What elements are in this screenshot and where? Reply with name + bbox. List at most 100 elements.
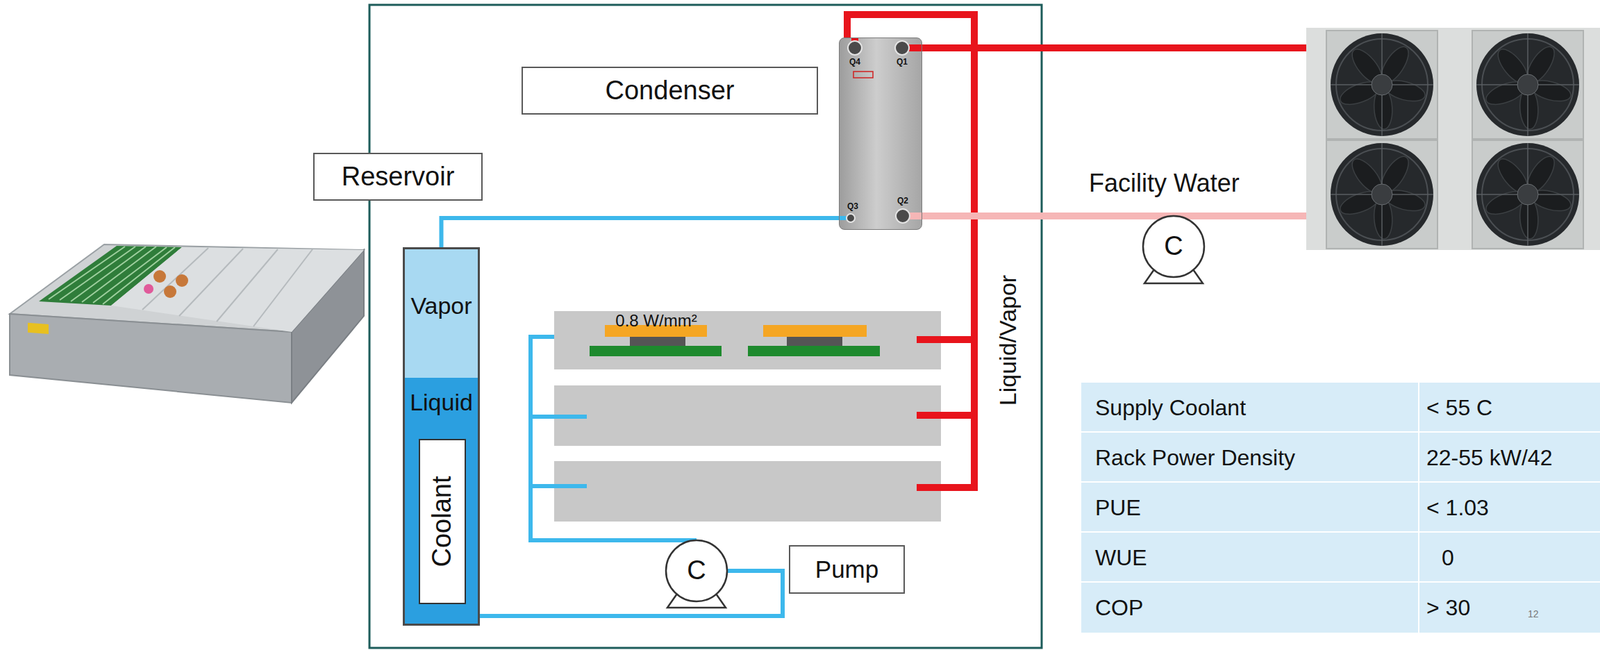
coolant-pipes-part — [530, 484, 587, 489]
fan-part — [1517, 74, 1539, 96]
fan-part — [1472, 30, 1584, 139]
node-label: Coolant — [427, 476, 458, 568]
server-trays-part — [786, 336, 843, 346]
exchanger-port-part — [895, 40, 910, 55]
server-trays-part — [554, 311, 941, 370]
server-chassis — [9, 244, 364, 403]
pump-symbol-part — [665, 540, 728, 602]
region-label: Liquid — [409, 388, 473, 416]
table-cell: PUE — [1095, 495, 1141, 521]
table-cell: WUE — [1095, 545, 1148, 571]
region-label: Q3 — [847, 202, 859, 212]
node-label: Reservoir — [341, 161, 455, 193]
fan-part — [1326, 30, 1438, 139]
server-chassis-part — [175, 274, 189, 287]
plate-heat-exchanger: Q4Q1Q3Q2 — [838, 37, 923, 230]
fan — [1472, 30, 1584, 139]
server-chassis-part — [27, 322, 49, 335]
fan-part — [1517, 184, 1539, 205]
server-chassis-part — [163, 285, 177, 298]
spec-table-part — [1419, 532, 1600, 582]
server-chassis-part — [142, 247, 313, 327]
server-chassis-part-part — [142, 247, 209, 310]
reservoir-tank: VaporLiquidCoolant — [402, 247, 480, 626]
coolant-box: Coolant — [418, 438, 466, 605]
pump-symbol-part — [1143, 215, 1205, 278]
server-trays-part — [554, 461, 941, 522]
table-cell: 0 — [1441, 545, 1455, 571]
server-chassis-part-part — [179, 248, 244, 316]
facility-water-pipe — [922, 212, 1307, 220]
server-chassis-part — [143, 284, 154, 294]
exchanger-port-part — [847, 40, 862, 55]
coolant-pipes-part — [530, 336, 697, 541]
server-chassis-part-part — [216, 249, 278, 322]
heat-flux-label: 0.8 W/mm² — [615, 311, 697, 331]
pump-symbol — [665, 540, 728, 608]
server-chassis-part-part — [48, 246, 125, 300]
fan-part — [1371, 184, 1393, 205]
component-label-box: Pump — [788, 545, 905, 594]
table-cell: Supply Coolant — [1095, 395, 1246, 421]
spec-table-part — [1081, 482, 1419, 532]
node-label: Condenser — [605, 75, 735, 107]
component-label-box: Condenser — [521, 66, 819, 115]
exchanger-ports — [839, 38, 922, 230]
region-label: Q2 — [897, 196, 909, 207]
table-cell: < 1.03 — [1426, 495, 1489, 521]
fan-part — [1476, 33, 1580, 137]
table-cell: < 55 C — [1426, 395, 1493, 421]
table-cell: COP — [1095, 595, 1144, 621]
component-label-box: Reservoir — [313, 152, 483, 201]
pump-symbol-letter: C — [686, 555, 706, 587]
fan-part — [1330, 33, 1434, 137]
hot-pipes-part — [922, 44, 1307, 52]
server-chassis-part — [153, 270, 166, 283]
server-chassis-part — [9, 313, 292, 403]
table-cell: > 30 — [1426, 595, 1471, 621]
spec-table-part — [1419, 482, 1600, 532]
spec-table-part — [1081, 432, 1419, 482]
server-chassis-part-part — [59, 246, 136, 300]
fan-part — [1472, 140, 1584, 249]
fan-part — [1476, 143, 1580, 246]
exchanger-port-part — [846, 213, 855, 223]
fan — [1326, 140, 1438, 249]
spec-table-part — [1081, 582, 1419, 633]
region-label: Vapor — [410, 292, 472, 320]
server-trays — [554, 311, 941, 522]
server-trays-part — [589, 345, 722, 357]
table-cell: Rack Power Density — [1095, 445, 1296, 471]
server-chassis-part — [111, 247, 364, 332]
fan-part — [1326, 140, 1438, 249]
fan-part — [1371, 74, 1393, 96]
server-trays-part — [629, 336, 686, 346]
spec-table-part — [1081, 382, 1419, 432]
exchanger-port-part — [853, 71, 873, 78]
pipe-label: Liquid/Vapor — [994, 275, 1022, 406]
server-chassis-part-part — [253, 249, 313, 327]
pump-symbol-letter: C — [1163, 231, 1183, 262]
server-trays-part — [763, 325, 867, 337]
spec-table-part — [1419, 582, 1600, 633]
dry-cooler-fans-part — [1306, 27, 1600, 250]
loop-label: Facility Water — [1088, 168, 1240, 198]
spec-table — [1081, 382, 1600, 633]
server-trays-part — [554, 385, 941, 446]
region-label: Q4 — [849, 57, 861, 68]
pump-symbol — [1143, 215, 1205, 284]
coolant-pipes-part — [479, 570, 783, 616]
hot-pipes-part — [916, 411, 975, 419]
fan — [1326, 30, 1438, 139]
coolant-pipes — [479, 336, 783, 616]
page-number: 12 — [1527, 608, 1539, 620]
fan-part — [1330, 143, 1434, 246]
spec-table-part — [1419, 432, 1600, 482]
fan — [1472, 140, 1584, 249]
dry-cooler-fans — [1306, 27, 1600, 250]
spec-table-part — [1081, 532, 1419, 582]
hot-pipes-part — [916, 336, 975, 344]
table-cell: 22-55 kW/42 — [1426, 445, 1553, 471]
node-label: Pump — [815, 555, 879, 584]
